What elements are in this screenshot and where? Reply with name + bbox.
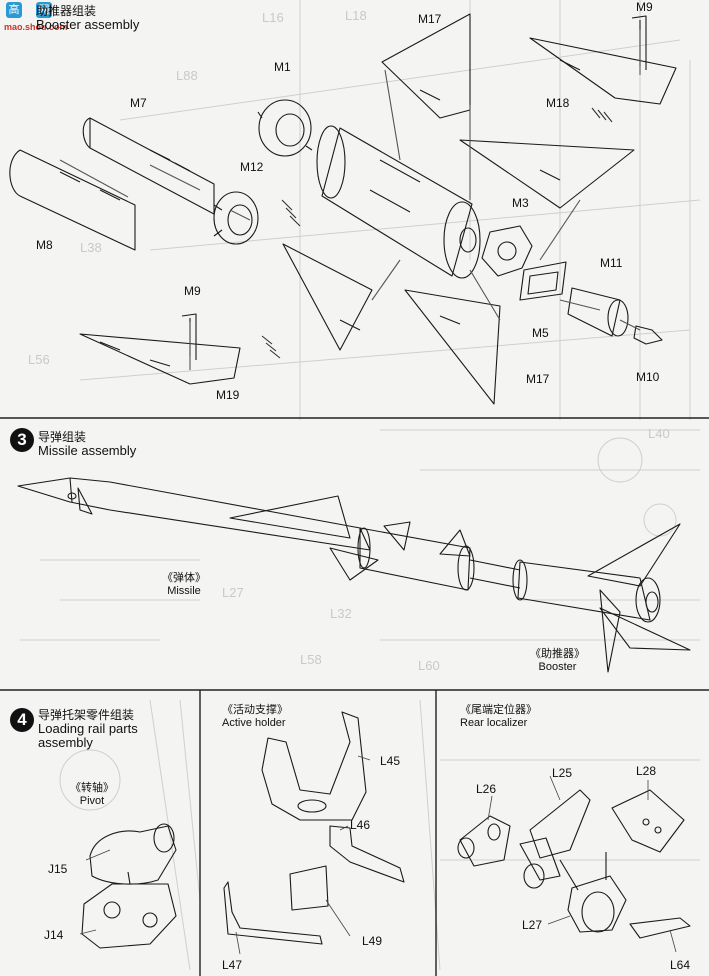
booster-shell-m7	[82, 117, 215, 215]
booster-title-en: Booster assembly	[36, 17, 140, 32]
part-label-m12: M12	[240, 160, 264, 174]
missile-caption-en: Missile	[167, 585, 201, 597]
part-m1	[257, 99, 313, 157]
part-label-m9: M9	[636, 0, 653, 14]
part-label-m1: M1	[274, 60, 291, 74]
part-m11	[567, 287, 629, 337]
pivot-caption: 《转轴》 Pivot	[70, 782, 114, 808]
missile-title-en: Missile assembly	[38, 443, 137, 458]
part-label-j15: J15	[48, 862, 68, 876]
part-label-l25: L25	[552, 766, 573, 780]
rail-title-en-1: Loading rail parts	[38, 721, 138, 736]
part-label-m18: M18	[546, 96, 570, 110]
missile-title-cn: 导弹组装	[38, 430, 87, 444]
fin-m17-right	[459, 139, 635, 209]
watermark-glyph: 高	[6, 2, 22, 18]
part-m3	[481, 225, 533, 277]
part-label-l46: L46	[350, 818, 371, 832]
part-label-l47: L47	[222, 958, 243, 972]
part-label-l27: L27	[522, 918, 543, 932]
rail-title-en-2: assembly	[38, 735, 93, 750]
part-label-m3: M3	[512, 196, 529, 210]
booster-caption-en: Booster	[538, 661, 577, 673]
active-holder-caption-en: Active holder	[222, 717, 286, 729]
pivot-caption-cn: 《转轴》	[70, 782, 114, 794]
ghost-label: L38	[80, 240, 102, 255]
pivot-caption-en: Pivot	[79, 795, 105, 807]
step-number-badge: 3	[10, 428, 34, 452]
fin-m17-top	[381, 13, 471, 119]
watermark-glyph: 网	[36, 2, 52, 18]
ghost-label: L60	[418, 658, 440, 673]
booster-title-cn: 助推器组装	[36, 4, 97, 18]
part-label-m9: M9	[184, 284, 201, 298]
ghost-label: L56	[28, 352, 50, 367]
ghost-label: L40	[648, 426, 670, 441]
part-label-j14: J14	[44, 928, 64, 942]
ghost-label: L27	[222, 585, 244, 600]
ghost-label: L58	[300, 652, 322, 667]
active-holder-caption: 《活动支撑》 Active holder	[222, 704, 288, 730]
step-number-badge: 4	[10, 708, 34, 732]
rail-step-title: 导弹托架零件组装 Loading rail parts assembly	[38, 708, 138, 750]
booster-caption: 《助推器》 Booster	[530, 648, 585, 674]
part-m12	[213, 191, 259, 245]
part-label-m5: M5	[532, 326, 549, 340]
part-label-l45: L45	[380, 754, 401, 768]
part-label-m19: M19	[216, 388, 240, 402]
missile-caption: 《弹体》 Missile	[162, 572, 206, 598]
missile-illustration	[17, 477, 691, 673]
active-holder-caption-cn: 《活动支撑》	[222, 704, 288, 716]
watermark-logo: 高 网 mao.shou.com	[2, 0, 74, 36]
fin-m19	[79, 333, 241, 385]
ghost-label: L16	[262, 10, 284, 25]
rear-localizer-caption: 《尾端定位器》 Rear localizer	[460, 704, 537, 730]
ghost-label: L18	[345, 8, 367, 23]
pivot-illustration	[81, 823, 177, 949]
rear-localizer-caption-en: Rear localizer	[460, 717, 528, 729]
part-m10	[633, 325, 663, 345]
part-label-m7: M7	[130, 96, 147, 110]
part-m5	[519, 261, 567, 301]
part-label-l28: L28	[636, 764, 657, 778]
part-label-m8: M8	[36, 238, 53, 252]
part-label-m17: M17	[526, 372, 550, 386]
rear-localizer-illustration	[457, 789, 691, 939]
assembly-arrows	[59, 30, 641, 370]
watermark-url: mao.shou.com	[4, 22, 68, 32]
part-label-l49: L49	[362, 934, 383, 948]
booster-shell-m8	[9, 149, 136, 251]
part-label-l26: L26	[476, 782, 497, 796]
missile-step-title: 导弹组装 Missile assembly	[38, 430, 136, 458]
panel-dividers	[0, 417, 709, 976]
rear-localizer-caption-cn: 《尾端定位器》	[460, 704, 537, 716]
booster-caption-cn: 《助推器》	[530, 648, 585, 660]
part-label-m10: M10	[636, 370, 660, 384]
ghost-label: L88	[176, 68, 198, 83]
fin-m18	[529, 37, 677, 105]
part-label-m17: M17	[418, 12, 442, 26]
ghost-label: L32	[330, 606, 352, 621]
rail-title-cn: 导弹托架零件组装	[38, 708, 135, 722]
booster-step-title: 助推器组装 Booster assembly	[36, 4, 139, 32]
part-label-l64: L64	[670, 958, 691, 972]
active-holder-illustration	[223, 711, 405, 945]
missile-caption-cn: 《弹体》	[162, 572, 206, 584]
fin-m17-bottom	[404, 289, 501, 405]
booster-body	[316, 125, 481, 279]
fin-m17-left	[282, 243, 373, 351]
part-label-m11: M11	[600, 256, 623, 270]
rail-leader-lines	[79, 755, 677, 955]
